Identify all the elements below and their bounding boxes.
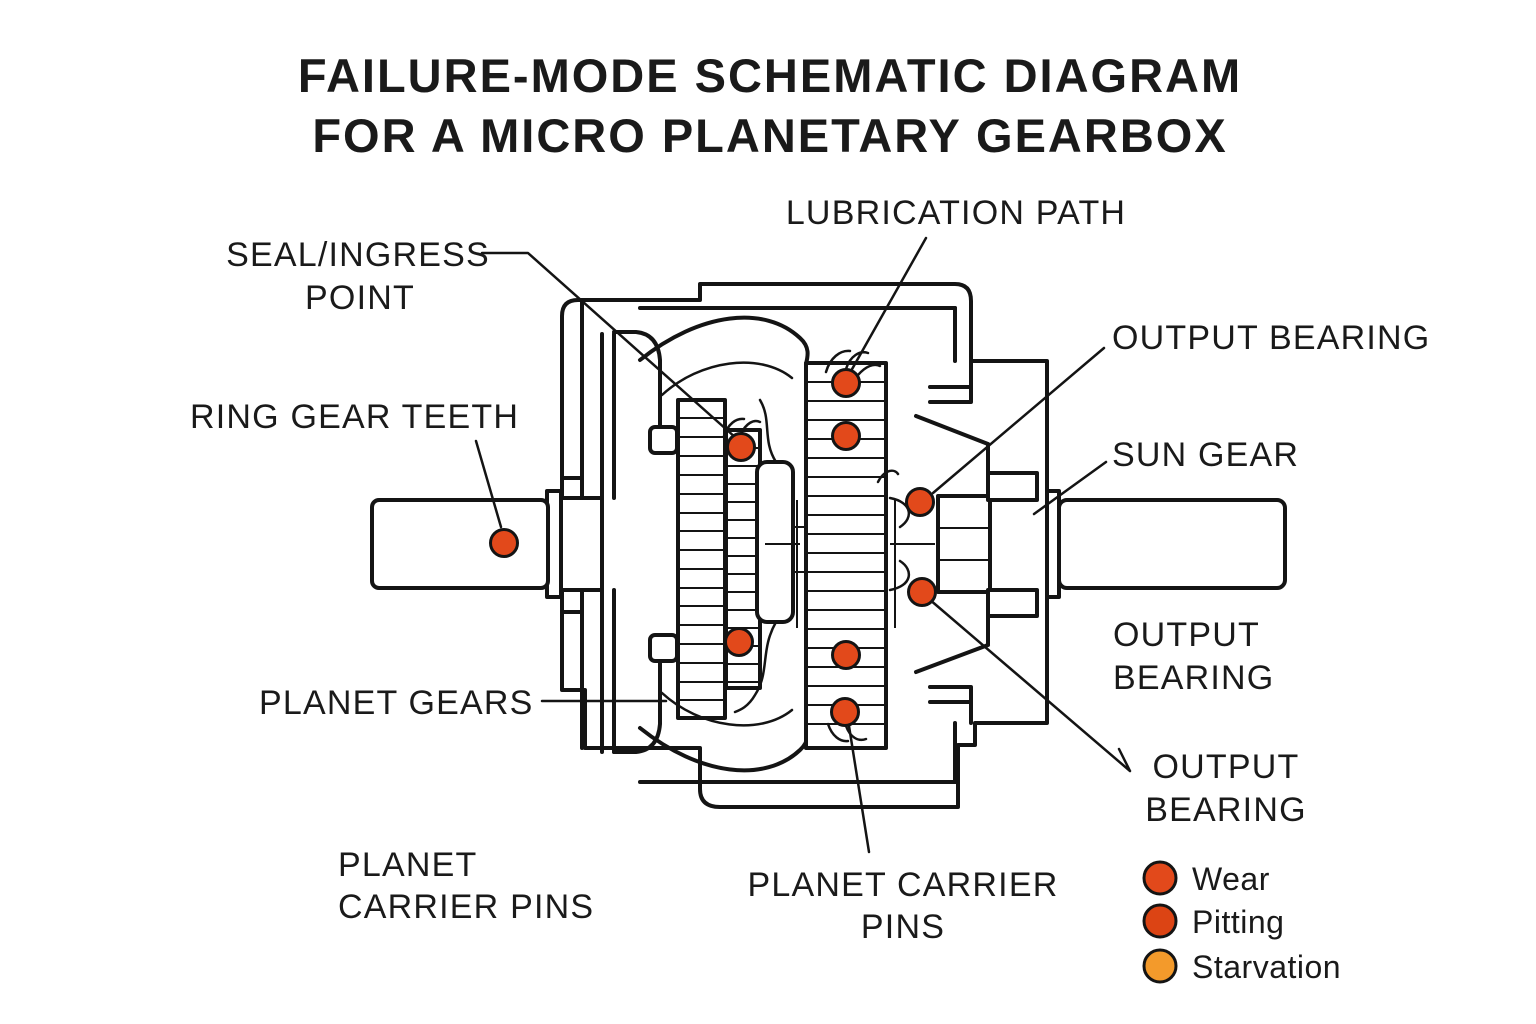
label-sun-gear: SUN GEAR (1112, 436, 1299, 474)
planet-pin-boss-bottom (648, 633, 679, 663)
leader-planet-carrier-pins (847, 724, 871, 854)
legend-pitting-label: Pitting (1192, 904, 1284, 940)
planet-gear-teeth (678, 417, 725, 701)
planet-gear-band (676, 398, 727, 720)
failure-dot-ring-gear-teeth (489, 528, 519, 558)
leader-seal-ingress (480, 251, 738, 440)
carrier-arm-bottom (733, 620, 778, 714)
leader-sun-gear (1032, 460, 1108, 516)
label-planet-carrier-pins-center-line1: PLANET CARRIER (748, 866, 1059, 904)
leader-lubrication-path (849, 236, 928, 373)
callout-labels: LUBRICATION PATH SEAL/INGRESS POINT RING… (190, 194, 1430, 946)
failure-dot-output-bearing-lower (907, 577, 937, 607)
legend-starvation-swatch (1142, 948, 1178, 984)
label-seal-ingress-line2: POINT (305, 279, 415, 317)
failure-dot-gear-mesh-upper (831, 421, 861, 451)
output-step-bottom (986, 588, 1039, 618)
input-flange (559, 496, 604, 592)
label-ring-gear-teeth: RING GEAR TEETH (190, 398, 519, 436)
failure-dot-seal-ingress-point (726, 432, 756, 462)
label-planet-carrier-pins-left-line1: PLANET (338, 846, 477, 884)
sun-gear-pinion (936, 494, 992, 594)
label-output-bearing-lower-line1: OUTPUT (1153, 748, 1300, 786)
carrier-swoosh-bottom (638, 722, 810, 773)
label-seal-ingress-line1: SEAL/INGRESS (226, 236, 490, 274)
planet-pin-boss-top (648, 425, 679, 455)
label-output-bearing-top: OUTPUT BEARING (1112, 319, 1430, 357)
output-shaft (1057, 498, 1287, 590)
label-output-bearing-lower-line2: BEARING (1145, 791, 1306, 829)
sun-mesh-curl-bottom (888, 559, 911, 592)
legend-wear-swatch (1142, 860, 1178, 896)
housing-wall-joints (560, 476, 584, 614)
leader-lines (474, 236, 1132, 854)
bearing-taper-bottom (914, 614, 990, 674)
legend: Wear Pitting Starvation (1142, 860, 1341, 985)
label-planet-gears: PLANET GEARS (259, 684, 534, 722)
failure-dot-planet-gears (724, 627, 754, 657)
seal-fan (722, 417, 762, 438)
legend-pitting-swatch (1142, 903, 1178, 939)
leader-output-bearing-top (931, 346, 1106, 495)
hub-connectors (793, 526, 806, 573)
label-output-bearing-right-line2: BEARING (1113, 659, 1274, 697)
carrier-hub (755, 460, 795, 624)
band-side-plates (796, 500, 896, 628)
bearing-taper-top (914, 414, 990, 475)
carrier-arm-top (758, 398, 778, 464)
leader-ring-gear-teeth (474, 439, 503, 529)
gearbox-cross-section (370, 282, 1287, 809)
label-lubrication-path: LUBRICATION PATH (786, 194, 1126, 232)
output-step-top (986, 471, 1039, 502)
housing-outline (560, 282, 1049, 809)
failure-dot-output-bearing-upper (905, 487, 935, 517)
leader-output-bearing-lower (927, 597, 1132, 773)
sun-gear-splines (938, 527, 990, 561)
ring-gear-housing-walls (600, 332, 616, 754)
failure-dot-planet-carrier-pins (830, 697, 860, 727)
label-planet-carrier-pins-center-line2: PINS (861, 908, 945, 946)
carrier-swoosh-bottom-inner (660, 691, 794, 727)
label-output-bearing-right-line1: OUTPUT (1113, 616, 1260, 654)
mesh-flag (876, 469, 900, 484)
failure-dot-gear-mesh-lower (831, 640, 861, 670)
carrier-inner-top (612, 330, 662, 429)
bearing-seat-top (928, 359, 973, 404)
legend-wear-label: Wear (1192, 861, 1270, 897)
bearing-seat-bottom (928, 685, 973, 725)
legend-starvation-label: Starvation (1192, 949, 1341, 985)
label-planet-carrier-pins-left-line2: CARRIER PINS (338, 888, 594, 926)
input-shaft (370, 498, 550, 590)
pin-fan-bottom (826, 722, 868, 743)
carrier-inner-bottom (612, 659, 662, 754)
carrier-swoosh-top (638, 315, 810, 366)
failure-points (489, 368, 937, 727)
lubrication-fan-top (824, 349, 882, 377)
page-title-line1: FAILURE-MODE SCHEMATIC DIAGRAM (298, 49, 1242, 102)
failure-dot-lubrication-path (831, 368, 861, 398)
page-title-line2: FOR A MICRO PLANETARY GEARBOX (312, 109, 1227, 162)
